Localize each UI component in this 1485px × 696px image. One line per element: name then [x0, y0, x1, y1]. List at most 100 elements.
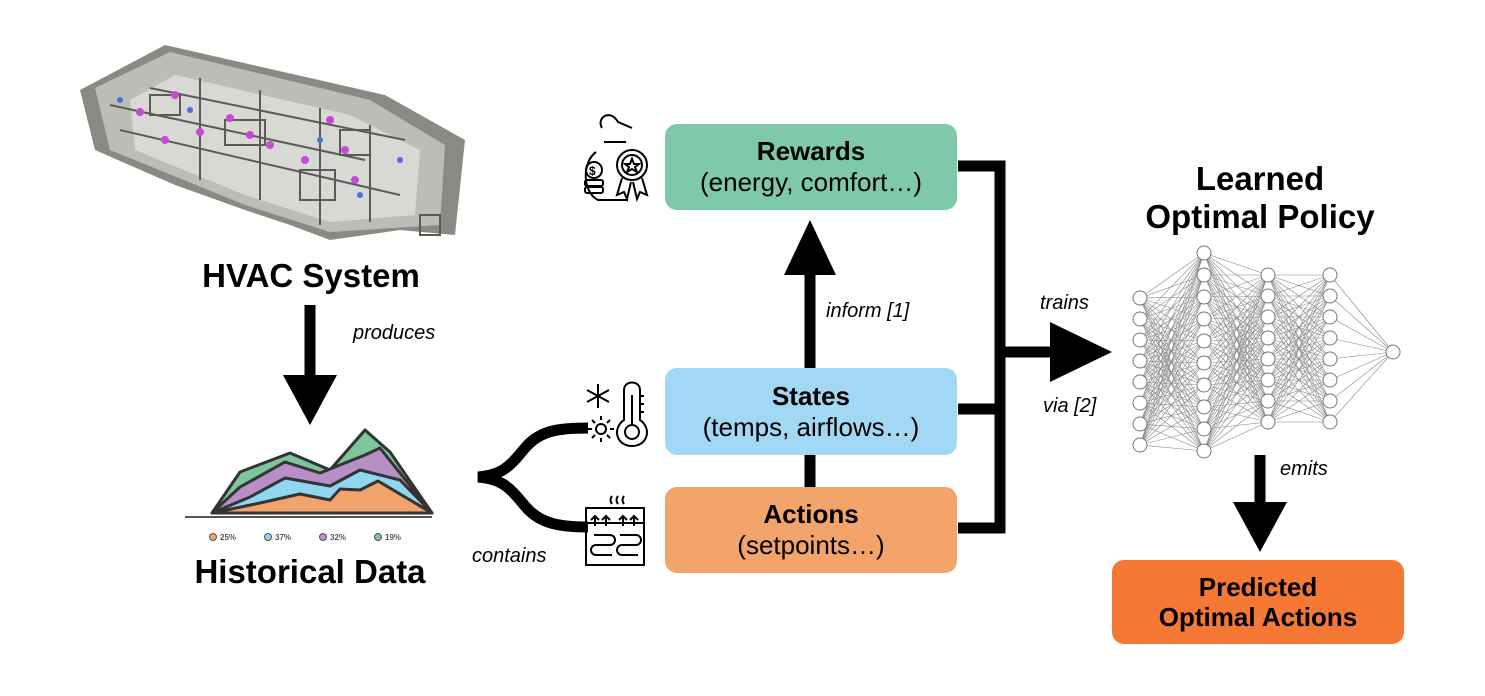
- nn-node: [1132, 353, 1148, 369]
- nn-node: [1322, 414, 1338, 430]
- via-label: via [2]: [1043, 395, 1097, 417]
- nn-edge: [1139, 360, 1205, 430]
- legend-label-4: 19%: [385, 533, 401, 542]
- sun-icon: [588, 416, 614, 442]
- nn-edge: [1203, 296, 1269, 381]
- nn-edge: [1203, 296, 1269, 318]
- nn-node: [1322, 393, 1338, 409]
- nn-edge: [1329, 351, 1394, 423]
- nn-edge: [1139, 384, 1205, 404]
- nn-edge: [1139, 252, 1205, 341]
- nn-edge: [1267, 337, 1331, 423]
- nn-node: [1132, 437, 1148, 453]
- nn-edge: [1203, 340, 1269, 402]
- nn-edge: [1267, 379, 1331, 423]
- rewards-title: Rewards: [756, 136, 866, 166]
- nn-edge: [1139, 402, 1205, 408]
- nn-edge: [1203, 421, 1269, 430]
- nn-edge: [1329, 351, 1394, 360]
- nn-edge: [1203, 295, 1269, 320]
- nn-node: [1132, 395, 1148, 411]
- nn-edge: [1203, 400, 1269, 452]
- historical-data-legend: 25% 37% 32% 19%: [209, 533, 401, 542]
- nn-edge: [1139, 274, 1205, 299]
- nn-edge: [1329, 295, 1394, 353]
- nn-edge: [1139, 340, 1205, 446]
- nn-node: [1260, 372, 1276, 388]
- produces-label: produces: [353, 322, 436, 344]
- nn-edge: [1203, 274, 1269, 320]
- nn-node: [1196, 311, 1212, 327]
- nn-edge: [1139, 406, 1205, 425]
- nn-edge: [1203, 340, 1269, 360]
- rewards-box: Rewards (energy, comfort…): [665, 124, 957, 210]
- nn-edge: [1139, 297, 1205, 386]
- predicted-line2: Optimal Actions: [1158, 602, 1358, 632]
- nn-edge: [1203, 252, 1269, 339]
- nn-edge: [1139, 339, 1205, 430]
- nn-edge: [1203, 274, 1269, 430]
- nn-edge: [1203, 316, 1269, 320]
- trains-arrowhead: [1050, 322, 1112, 382]
- nn-edge: [1139, 406, 1205, 446]
- nn-edge: [1203, 295, 1269, 452]
- nn-edge: [1139, 252, 1205, 446]
- policy-title-line1: Learned: [1195, 160, 1325, 197]
- legend-dot-3: [319, 533, 327, 541]
- nn-edge: [1139, 318, 1205, 386]
- nn-edge: [1203, 379, 1269, 408]
- nn-edge: [1203, 406, 1269, 423]
- nn-edge: [1329, 337, 1394, 353]
- nn-edge: [1203, 274, 1269, 298]
- nn-edge: [1139, 402, 1205, 452]
- money-bag-award-icon: $: [584, 114, 649, 203]
- nn-edge: [1203, 274, 1269, 342]
- historical-data-chart: [185, 428, 434, 518]
- nn-edge: [1203, 421, 1269, 452]
- nn-edge: [1139, 339, 1205, 386]
- nn-edge: [1139, 340, 1205, 383]
- nn-edge: [1139, 444, 1205, 452]
- nn-node: [1260, 330, 1276, 346]
- nn-edge: [1203, 318, 1269, 423]
- nn-edge: [1139, 318, 1205, 341]
- states-title: States: [771, 380, 851, 411]
- nn-edge: [1203, 252, 1269, 297]
- nn-node: [1196, 355, 1212, 371]
- nn-edge: [1203, 384, 1269, 423]
- nn-edge: [1203, 274, 1269, 360]
- actions-box: Actions (setpoints…): [665, 487, 957, 573]
- nn-edge: [1203, 400, 1269, 430]
- nn-edge: [1139, 252, 1205, 299]
- nn-node: [1322, 351, 1338, 367]
- nn-edge: [1203, 252, 1269, 318]
- nn-edge: [1139, 297, 1205, 408]
- nn-edge: [1203, 400, 1269, 408]
- nn-edge: [1139, 252, 1205, 404]
- nn-edge: [1203, 362, 1269, 402]
- nn-edge: [1203, 337, 1269, 342]
- nn-edge: [1203, 296, 1269, 360]
- hvac-floorplan-image: [80, 45, 465, 240]
- nn-edge: [1267, 274, 1331, 360]
- predicted-actions-box: Predicted Optimal Actions: [1112, 560, 1404, 644]
- nn-edge: [1203, 274, 1269, 386]
- nn-edge: [1139, 362, 1205, 383]
- nn-edge: [1203, 358, 1269, 386]
- nn-edge: [1203, 316, 1269, 342]
- nn-edge: [1267, 274, 1331, 297]
- nn-edge: [1139, 381, 1205, 452]
- nn-edge: [1203, 274, 1269, 408]
- predicted-line1: Predicted: [1198, 572, 1318, 602]
- nn-node: [1196, 421, 1212, 437]
- nn-edge: [1203, 316, 1269, 452]
- nn-edge: [1139, 339, 1205, 452]
- nn-node: [1260, 309, 1276, 325]
- trains-label: trains: [1040, 292, 1089, 314]
- nn-edge: [1203, 274, 1269, 402]
- states-box: States (temps, airflows…): [665, 368, 957, 455]
- nn-edge: [1203, 296, 1269, 402]
- nn-node: [1196, 245, 1212, 261]
- nn-edge: [1139, 252, 1205, 362]
- nn-edge: [1267, 274, 1331, 402]
